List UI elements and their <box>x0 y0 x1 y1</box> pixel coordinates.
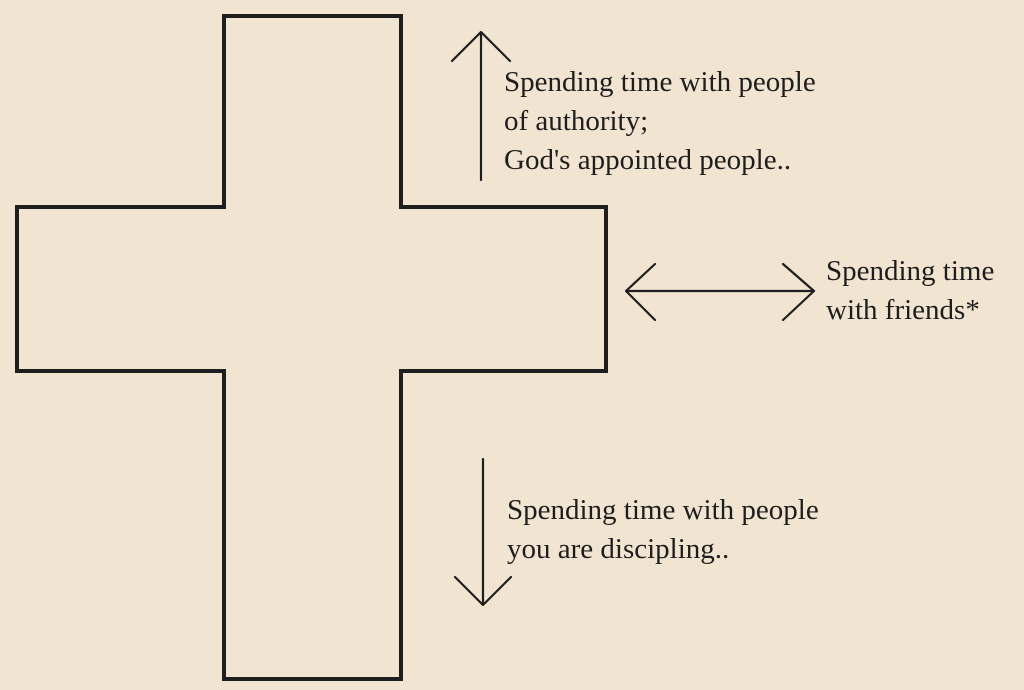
left-right-arrow-icon <box>624 262 816 322</box>
discipling-label: Spending time with people you are discip… <box>507 491 819 569</box>
friends-label-line: with friends* <box>826 294 980 326</box>
discipling-label-line: Spending time with people <box>507 494 819 526</box>
friends-label: Spending time with friends* <box>826 252 994 330</box>
authority-label-line: Spending time with people <box>504 66 816 98</box>
up-arrow-icon <box>450 30 512 182</box>
down-arrow-icon <box>453 457 513 607</box>
discipling-label-line: you are discipling.. <box>507 533 730 565</box>
authority-label-line: God's appointed people.. <box>504 144 792 176</box>
authority-label: Spending time with people of authority; … <box>504 63 816 180</box>
cross-outline <box>15 14 608 681</box>
friends-label-line: Spending time <box>826 255 995 287</box>
authority-label-line: of authority; <box>504 105 649 137</box>
